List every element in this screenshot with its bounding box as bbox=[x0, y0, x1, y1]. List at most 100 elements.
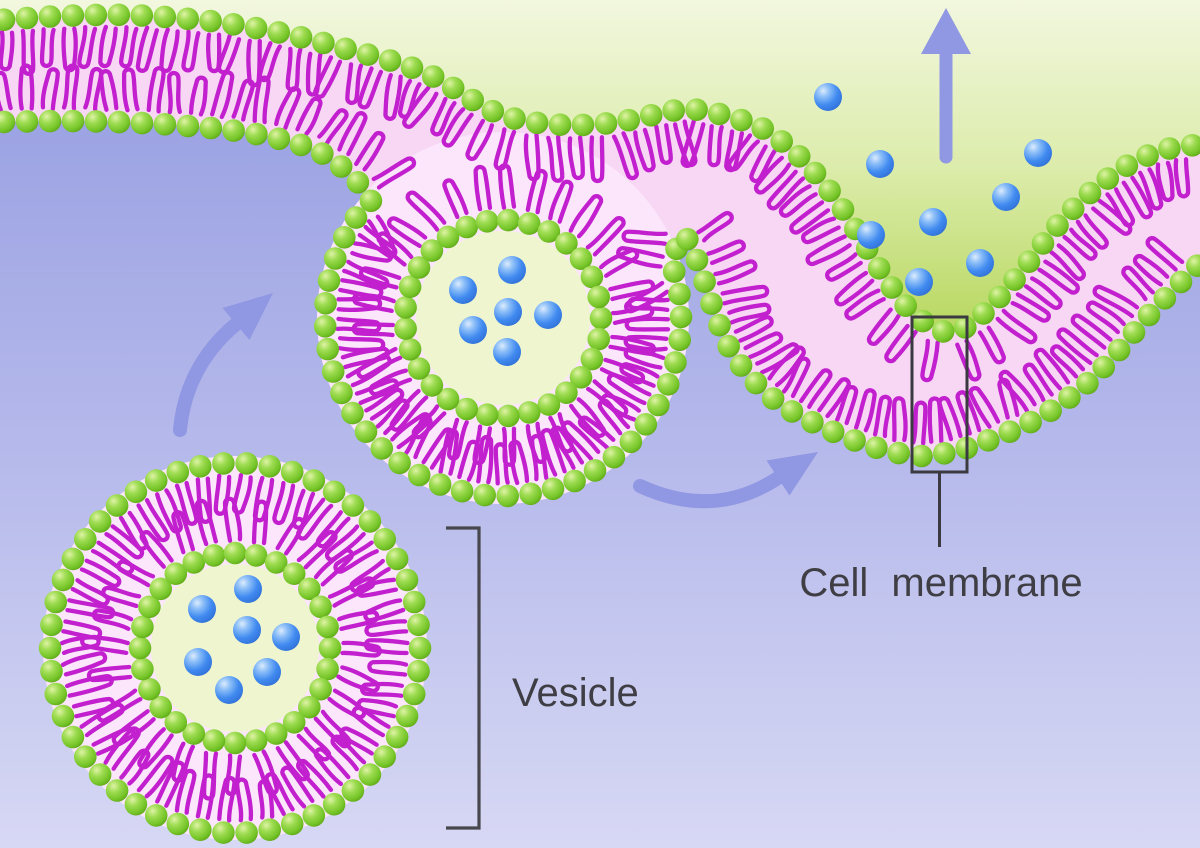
lipid-tail bbox=[337, 111, 368, 157]
lipid-tail bbox=[589, 135, 605, 184]
lipid-head bbox=[910, 444, 933, 468]
lipid-head bbox=[223, 541, 247, 565]
lipid-head bbox=[436, 225, 460, 249]
lipid-head bbox=[212, 821, 235, 844]
lipid-head bbox=[461, 88, 485, 112]
cargo-particles bbox=[184, 83, 1052, 704]
lipid-tail bbox=[854, 388, 877, 433]
lipid-head bbox=[537, 393, 561, 416]
lipid-tail bbox=[345, 62, 364, 106]
lipid-tail bbox=[872, 394, 892, 439]
extracellular-space bbox=[0, 0, 1200, 333]
lipid-head bbox=[282, 562, 306, 585]
lipid-head bbox=[318, 636, 342, 660]
lipid-head bbox=[455, 397, 479, 421]
lipid-tail bbox=[1121, 265, 1155, 302]
lipid-tail bbox=[352, 292, 396, 314]
lipid-head bbox=[245, 122, 268, 146]
lipid-head bbox=[388, 451, 411, 475]
lipid-head bbox=[407, 256, 431, 279]
lipid-head bbox=[693, 270, 716, 294]
lipid-head bbox=[656, 373, 680, 396]
lipid-tail bbox=[405, 190, 447, 232]
lipid-head bbox=[407, 659, 430, 683]
lipid-tail bbox=[90, 540, 135, 575]
lipid-head bbox=[831, 198, 855, 221]
lipid-head bbox=[309, 677, 332, 701]
lipid-head bbox=[700, 292, 723, 315]
lipid-head bbox=[344, 206, 368, 229]
lipid-head bbox=[311, 142, 334, 165]
vesicle-label: Vesicle bbox=[512, 671, 639, 715]
lipid-head bbox=[312, 31, 335, 55]
lipid-tail bbox=[568, 194, 604, 239]
lipid-head bbox=[124, 792, 148, 816]
lipid-head bbox=[473, 483, 497, 507]
lipid-head bbox=[525, 111, 549, 135]
lipid-tail bbox=[337, 609, 380, 632]
lipid-head bbox=[787, 145, 811, 168]
lipid-tail bbox=[275, 516, 306, 556]
lipid-tail bbox=[368, 368, 413, 397]
lipid-tail bbox=[606, 372, 652, 406]
lipid-tail bbox=[834, 384, 859, 426]
lipid-tail bbox=[1033, 347, 1071, 391]
lipid-head bbox=[264, 551, 288, 574]
lipid-tail bbox=[1173, 157, 1191, 199]
lipid-tail bbox=[340, 640, 382, 658]
lipid-tail bbox=[473, 164, 493, 212]
lipid-head bbox=[235, 452, 258, 475]
lipid-tail bbox=[1037, 259, 1080, 295]
lipid-tail bbox=[680, 119, 706, 168]
lipid-head bbox=[176, 114, 200, 138]
lipid-tail bbox=[599, 248, 640, 278]
lipid-tail bbox=[275, 740, 310, 782]
lipid-head bbox=[322, 480, 346, 504]
lipid-head bbox=[378, 49, 402, 72]
lipid-head bbox=[235, 821, 258, 844]
lipid-head bbox=[933, 442, 956, 465]
lipid-tail bbox=[383, 73, 403, 121]
lipid-head bbox=[244, 729, 268, 752]
lipid-tail bbox=[80, 634, 130, 656]
lipid-head bbox=[61, 725, 85, 749]
lipid-tail bbox=[1137, 167, 1164, 211]
lipid-head bbox=[555, 232, 578, 255]
lipid-head bbox=[617, 108, 640, 132]
lipid-tail bbox=[540, 428, 567, 477]
lipid-tail bbox=[296, 530, 338, 570]
lipid-head bbox=[144, 804, 168, 827]
lipid-tail bbox=[376, 231, 414, 267]
lipid-tail bbox=[525, 421, 548, 464]
lipid-tail bbox=[181, 29, 201, 73]
lipid-tail bbox=[430, 96, 457, 137]
lipid-tail bbox=[611, 131, 639, 181]
lipid-head bbox=[729, 354, 753, 377]
lipid-head bbox=[289, 133, 313, 157]
lipid-tail bbox=[0, 70, 13, 112]
lipid-head bbox=[333, 226, 356, 249]
lipid-head bbox=[647, 393, 670, 417]
lipid-head bbox=[880, 276, 904, 299]
lipid-head bbox=[314, 292, 337, 315]
lipid-tail bbox=[155, 760, 186, 808]
lipid-head bbox=[455, 215, 479, 239]
lipid-tail bbox=[135, 25, 159, 73]
lipid-tail bbox=[548, 412, 574, 454]
lipid-tail bbox=[317, 108, 349, 145]
lipid-head bbox=[977, 429, 1000, 452]
lipid-head bbox=[302, 804, 326, 827]
lipid-head bbox=[105, 494, 129, 517]
lipid-tail bbox=[91, 608, 134, 631]
lipid-head bbox=[61, 109, 85, 133]
lipid-head bbox=[580, 265, 604, 289]
lipid-tail bbox=[171, 741, 195, 783]
lipid-head bbox=[244, 16, 268, 40]
lipid-head bbox=[298, 577, 321, 601]
lipid-head bbox=[685, 248, 709, 272]
lipid-head bbox=[1169, 270, 1193, 294]
lipid-tail bbox=[313, 55, 343, 99]
lipid-tail bbox=[0, 30, 15, 72]
lipid-head bbox=[407, 613, 430, 637]
